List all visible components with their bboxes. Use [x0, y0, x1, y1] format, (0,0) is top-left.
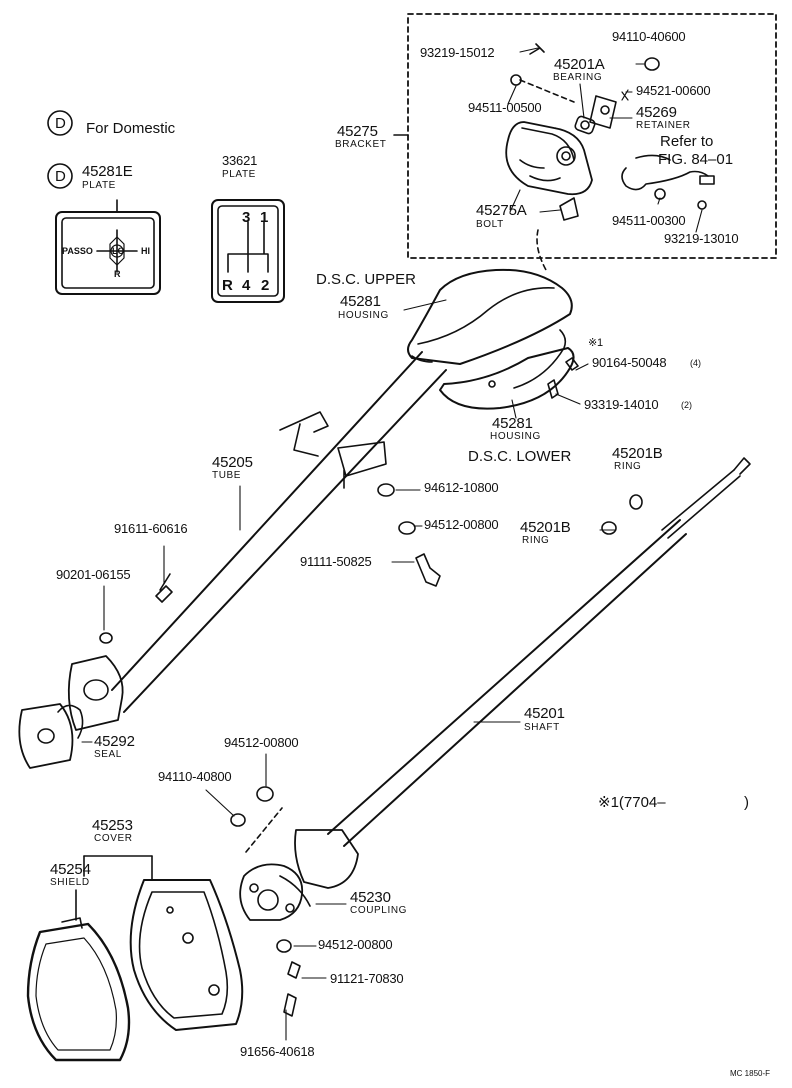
part-93219-13010: 93219-13010: [664, 231, 739, 246]
part-45275-name: BRACKET: [335, 139, 387, 150]
part-45253-name: COVER: [94, 833, 133, 844]
part-94612-10800: 94612-10800: [424, 480, 499, 495]
plate-33621-name: PLATE: [222, 169, 256, 180]
part-45281-lower-name: HOUSING: [490, 431, 541, 442]
steering-lock-assembly-drawing: [505, 43, 715, 221]
part-90201-06155: 90201-06155: [56, 567, 131, 582]
plate-45281e-number: 45281E: [82, 163, 133, 180]
figure-code: MC 1850-F: [730, 1069, 771, 1078]
part-45201b-lower: 45201B: [520, 519, 571, 536]
cover-drawing: [83, 855, 244, 1031]
part-45201a: 45201A: [554, 56, 605, 73]
part-45281-upper: 45281: [340, 293, 381, 310]
part-45254-name: SHIELD: [50, 877, 90, 888]
part-45201-name: SHAFT: [524, 722, 560, 733]
part-93319-14010-qty: (2): [681, 400, 692, 410]
part-90164-50048: 90164-50048: [592, 355, 667, 370]
plate-45281e-symbol: D: [55, 168, 66, 185]
part-91611-60616: 91611-60616: [114, 521, 188, 536]
leader-lines: [81, 47, 703, 1041]
shaft-drawing: [327, 457, 751, 847]
plate-33621-number: 33621: [222, 153, 258, 168]
part-45253: 45253: [92, 817, 133, 834]
part-94110-40800: 94110-40800: [158, 769, 232, 784]
part-45281-lower: 45281: [492, 415, 533, 432]
part-45292: 45292: [94, 733, 135, 750]
part-45275: 45275: [337, 123, 378, 140]
plate-passo: PASSO: [62, 246, 93, 256]
coupling-drawing: [239, 829, 359, 921]
part-45201: 45201: [524, 705, 565, 722]
plate-45281e-name: PLATE: [82, 180, 116, 191]
part-93219-15012: 93219-15012: [420, 45, 495, 60]
plate-33621-gear-4: 4: [242, 277, 251, 294]
shield-drawing: [26, 889, 131, 1062]
part-45275a-name: BOLT: [476, 219, 504, 230]
plate-33621-gear-r: R: [222, 277, 233, 294]
legend-text: For Domestic: [86, 120, 176, 137]
part-94110-40600: 94110-40600: [612, 29, 686, 44]
upper-housing-drawing: [407, 268, 573, 365]
part-93319-14010: 93319-14010: [584, 397, 659, 412]
part-91111-50825: 91111-50825: [300, 554, 372, 569]
small-hardware-drawing: [230, 357, 643, 1017]
part-94512-00800-lower: 94512-00800: [318, 937, 393, 952]
plate-33621-drawing: [211, 199, 285, 303]
part-91656-40618: 91656-40618: [240, 1044, 315, 1059]
part-45269: 45269: [636, 104, 677, 121]
plate-33621-gear-3: 3: [242, 209, 251, 226]
part-45281-upper-name: HOUSING: [338, 310, 389, 321]
dsc-upper-label: D.S.C. UPPER: [316, 271, 417, 288]
part-94512-00800-upper: 94512-00800: [424, 517, 499, 532]
legend-symbol: D: [55, 115, 66, 132]
note-star-close: ): [744, 794, 749, 811]
part-94511-00500: 94511-00500: [468, 100, 542, 115]
dsc-lower-label: D.S.C. LOWER: [468, 448, 572, 465]
plate-r: R: [114, 269, 121, 279]
part-45201b-upper-name: RING: [614, 461, 642, 472]
part-45201b-lower-name: RING: [522, 535, 550, 546]
plate-45281e-drawing: [55, 199, 161, 295]
column-tube-drawing: [18, 351, 447, 769]
part-90164-50048-qty: (4): [690, 358, 701, 368]
refer-line-2: FIG. 84–01: [658, 151, 734, 168]
part-91121-70830: 91121-70830: [330, 971, 404, 986]
part-94512-00800-mid: 94512-00800: [224, 735, 299, 750]
note-star-range: ※1(7704–: [598, 794, 666, 811]
part-45201b-upper: 45201B: [612, 445, 663, 462]
plate-33621-gear-1: 1: [260, 209, 269, 226]
plate-lo: LO: [112, 246, 125, 256]
inset-frame: [407, 13, 777, 259]
plate-hi: HI: [141, 246, 150, 256]
part-45230-name: COUPLING: [350, 905, 408, 916]
refer-line-1: Refer to: [660, 133, 714, 150]
part-45201a-name: BEARING: [553, 72, 603, 83]
note-star-1: ※1: [588, 337, 603, 349]
part-45269-name: RETAINER: [636, 120, 691, 131]
part-45292-name: SEAL: [94, 749, 122, 760]
part-45254: 45254: [50, 861, 91, 878]
part-45205: 45205: [212, 454, 253, 471]
plate-33621-gear-2: 2: [261, 277, 270, 294]
part-45275a: 45275A: [476, 202, 527, 219]
part-94521-00600: 94521-00600: [636, 83, 711, 98]
part-94511-00300: 94511-00300: [612, 213, 686, 228]
part-45230: 45230: [350, 889, 391, 906]
part-45205-name: TUBE: [212, 470, 242, 481]
